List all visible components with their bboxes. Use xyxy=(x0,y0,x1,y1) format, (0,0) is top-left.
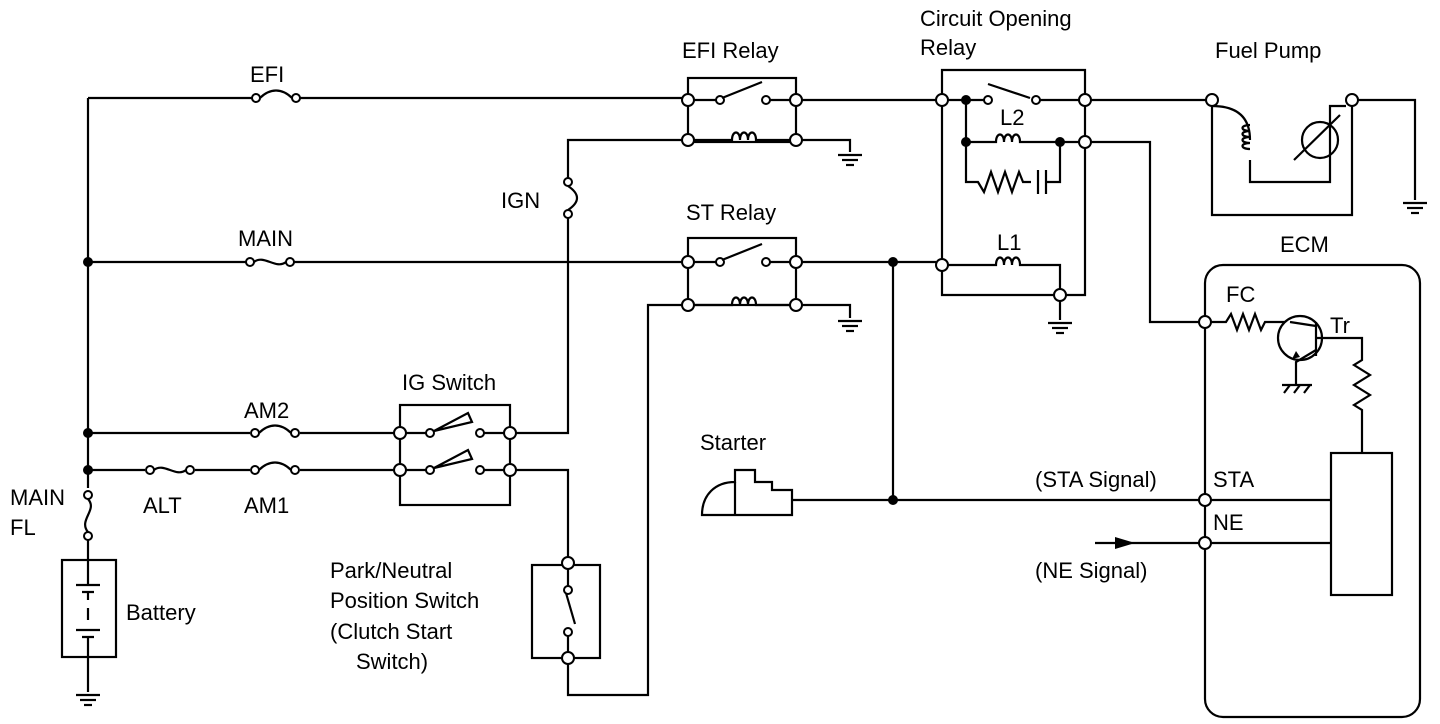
ecm-label: ECM xyxy=(1280,232,1329,257)
efi-fuse-label: EFI xyxy=(250,62,284,87)
st-relay xyxy=(681,236,864,333)
ne-label: NE xyxy=(1213,510,1244,535)
l1-label: L1 xyxy=(997,230,1021,255)
fc-wire xyxy=(1091,140,1199,324)
fuel-pump-label: Fuel Pump xyxy=(1215,38,1321,63)
ig-switch-label: IG Switch xyxy=(402,370,496,395)
starter-label: Starter xyxy=(700,430,766,455)
battery xyxy=(60,490,118,707)
sta-label: STA xyxy=(1213,467,1254,492)
pn-label-4: Switch) xyxy=(356,649,428,674)
am2-label: AM2 xyxy=(244,398,289,423)
main-fl-label-2: FL xyxy=(10,515,36,540)
efi-fuse-icon xyxy=(250,89,302,104)
left-bus xyxy=(83,98,93,488)
main-fl-label-1: MAIN xyxy=(10,485,65,510)
ig-switch xyxy=(393,403,517,507)
pn-label-2: Position Switch xyxy=(330,588,479,613)
ne-signal-label: (NE Signal) xyxy=(1035,558,1147,583)
main-fuse-label: MAIN xyxy=(238,226,293,251)
fuel-pump xyxy=(1091,93,1429,217)
st-relay-label: ST Relay xyxy=(686,200,776,225)
fc-label: FC xyxy=(1226,282,1255,307)
am1-label: AM1 xyxy=(244,493,289,518)
ign-label: IGN xyxy=(501,188,540,213)
efi-relay xyxy=(681,76,864,167)
cor-label-1: Circuit Opening xyxy=(920,6,1072,31)
park-neutral-switch xyxy=(530,556,602,665)
pn-label-3: (Clutch Start xyxy=(330,619,452,644)
battery-label: Battery xyxy=(126,600,196,625)
cor-label-2: Relay xyxy=(920,35,976,60)
starter xyxy=(700,468,1199,517)
efi-circuit xyxy=(88,89,682,104)
tr-label: Tr xyxy=(1330,313,1350,338)
pn-label-1: Park/Neutral xyxy=(330,558,452,583)
st-coil-wire xyxy=(566,303,682,697)
l2-label: L2 xyxy=(1000,105,1024,130)
main-circuit xyxy=(88,256,682,268)
sta-signal-label: (STA Signal) xyxy=(1035,467,1157,492)
ign-circuit xyxy=(516,138,682,435)
circuit-opening-relay xyxy=(935,68,1092,335)
alt-label: ALT xyxy=(143,493,182,518)
ecm xyxy=(1198,263,1422,719)
efi-relay-label: EFI Relay xyxy=(682,38,779,63)
